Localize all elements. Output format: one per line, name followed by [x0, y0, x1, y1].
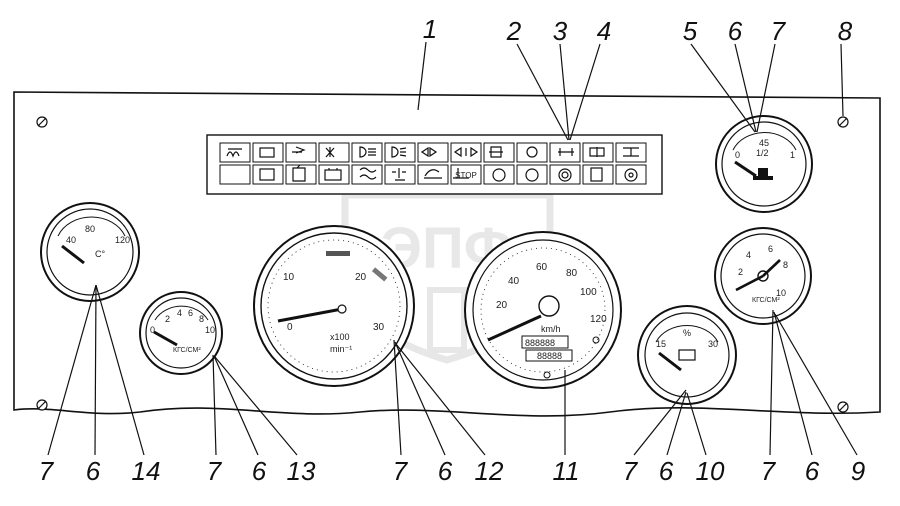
air-tick-2: 2 [738, 267, 743, 277]
speed-tick-80: 80 [566, 268, 578, 279]
coolant-unit: C° [95, 249, 105, 259]
tacho-tick-10: 10 [283, 272, 295, 283]
air-tick-8: 8 [783, 260, 788, 270]
callout-3: 3 [553, 16, 568, 46]
coolant-tick-mid: 80 [85, 224, 95, 234]
warning-indicator-block: STOP [206, 134, 663, 195]
fuel-top-label: 45 [759, 138, 769, 148]
speedometer: 20 40 60 80 100 120 km/h 888888 88888 [464, 231, 622, 389]
volt-tick-percent: % [683, 328, 691, 338]
indicator-symbols [226, 146, 639, 182]
oil-tick-6: 6 [188, 308, 193, 318]
callout-5: 5 [683, 16, 698, 46]
air-unit: КГС/СМ² [752, 297, 780, 304]
callout-1: 1 [423, 14, 437, 44]
callout-6-tacho: 6 [438, 456, 453, 486]
stop-indicator-label: STOP [455, 171, 477, 180]
callout-11: 11 [553, 456, 580, 486]
fuel-tick-empty: 0 [735, 150, 740, 160]
speed-tick-40: 40 [508, 276, 520, 287]
fuel-tick-half: 1/2 [756, 148, 769, 158]
trip-display: 88888 [537, 351, 562, 361]
callout-6-air: 6 [805, 456, 820, 486]
coolant-tick-low: 40 [66, 235, 76, 245]
callout-7-volt: 7 [623, 456, 639, 486]
tacho-tick-30: 30 [373, 322, 385, 333]
oil-tick-4: 4 [177, 308, 182, 318]
callout-numbers: 1 2 3 4 5 6 7 8 7 6 14 7 6 13 7 6 12 11 … [39, 14, 865, 486]
callout-7-oil: 7 [207, 456, 223, 486]
callout-12: 12 [475, 456, 504, 486]
air-tick-6: 6 [768, 244, 773, 254]
callout-13: 13 [287, 456, 316, 486]
tachometer: 0 10 20 30 x100 min⁻¹ [253, 225, 415, 387]
fuel-gauge: 45 0 1/2 1 [715, 115, 813, 213]
voltmeter: 15 % 30 [637, 305, 737, 405]
tacho-multiplier: x100 [330, 332, 350, 342]
callout-10: 10 [696, 456, 725, 486]
volt-tick-30: 30 [708, 339, 718, 349]
callout-14: 14 [132, 456, 161, 486]
air-tick-4: 4 [746, 250, 751, 260]
coolant-tick-high: 120 [115, 235, 130, 245]
speed-tick-100: 100 [580, 287, 597, 298]
air-pressure-gauge: 2 4 6 8 10 КГС/СМ² [714, 227, 812, 325]
leader-lines [47, 41, 858, 456]
tacho-tick-0: 0 [287, 322, 293, 333]
callout-6-coolant: 6 [86, 456, 101, 486]
callout-7-air: 7 [761, 456, 777, 486]
tacho-tick-20: 20 [355, 272, 367, 283]
callout-7-tacho: 7 [393, 456, 409, 486]
oil-unit: КГС/СМ² [173, 347, 201, 354]
air-tick-10: 10 [776, 288, 786, 298]
oil-tick-10: 10 [205, 325, 215, 335]
callout-4: 4 [597, 16, 611, 46]
volt-tick-15: 15 [656, 339, 666, 349]
odometer-display: 888888 [525, 338, 555, 348]
callout-6-fuel: 6 [728, 16, 743, 46]
callout-2: 2 [506, 16, 522, 46]
coolant-temperature-gauge: 40 80 120 C° [40, 202, 140, 302]
callout-7-coolant: 7 [39, 456, 55, 486]
callout-7-fuel: 7 [771, 16, 787, 46]
speed-tick-120: 120 [590, 314, 607, 325]
callout-6-volt: 6 [659, 456, 674, 486]
speed-unit: km/h [541, 324, 561, 334]
dashboard-panel [13, 91, 881, 417]
oil-tick-8: 8 [199, 314, 204, 324]
tacho-unit: min⁻¹ [330, 344, 352, 354]
callout-6-oil: 6 [252, 456, 267, 486]
oil-tick-0: 0 [150, 325, 155, 335]
mounting-screws [36, 116, 849, 413]
oil-pressure-gauge: 0 2 4 6 8 10 КГС/СМ² [139, 291, 223, 375]
callout-8: 8 [838, 16, 853, 46]
speed-tick-20: 20 [496, 300, 508, 311]
callout-9: 9 [851, 456, 865, 486]
speed-tick-60: 60 [536, 262, 548, 273]
fuel-tick-full: 1 [790, 150, 795, 160]
oil-tick-2: 2 [165, 314, 170, 324]
